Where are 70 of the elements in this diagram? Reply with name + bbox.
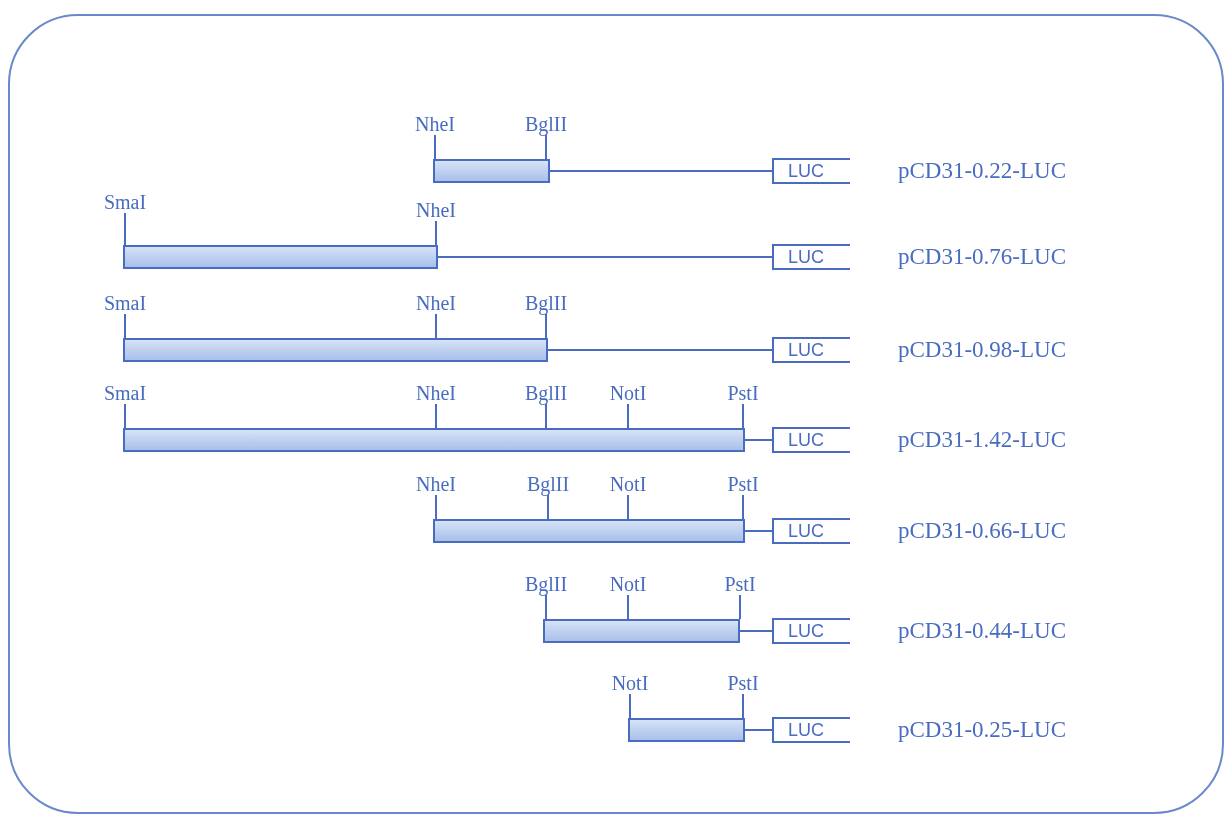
site-tick: [742, 494, 744, 520]
restriction-site-label: NotI: [609, 473, 647, 495]
reporter-box: LUC: [772, 717, 850, 743]
construct-name: pCD31-0.76-LUC: [898, 244, 1067, 270]
site-tick: [627, 494, 629, 520]
site-tick: [742, 693, 744, 719]
construct-name: pCD31-0.98-LUC: [898, 337, 1067, 363]
restriction-site-label: NotI: [609, 573, 647, 595]
reporter-box: LUC: [772, 618, 850, 644]
promoter-bar: [628, 718, 745, 742]
promoter-bar: [433, 519, 745, 543]
connector-line: [739, 630, 773, 632]
restriction-site-label: PstI: [727, 672, 759, 694]
connector-line: [549, 170, 773, 172]
connector-line: [744, 729, 773, 731]
restriction-site-label: NheI: [416, 382, 456, 404]
site-tick: [435, 220, 437, 246]
site-tick: [627, 594, 629, 620]
site-tick: [124, 403, 126, 429]
construct-name: pCD31-0.25-LUC: [898, 717, 1067, 743]
site-tick: [739, 594, 741, 620]
connector-line: [437, 256, 773, 258]
site-tick: [545, 403, 547, 429]
construct-name: pCD31-0.44-LUC: [898, 618, 1067, 644]
restriction-site-label: SmaI: [103, 382, 147, 404]
site-tick: [545, 313, 547, 339]
reporter-box: LUC: [772, 427, 850, 453]
connector-line: [744, 530, 773, 532]
site-tick: [124, 313, 126, 339]
reporter-box: LUC: [772, 337, 850, 363]
restriction-site-label: BglII: [526, 473, 570, 495]
restriction-site-label: BglII: [524, 573, 568, 595]
promoter-bar: [123, 245, 438, 269]
construct-name: pCD31-1.42-LUC: [898, 427, 1067, 453]
promoter-bar: [543, 619, 740, 643]
reporter-box: LUC: [772, 158, 850, 184]
site-tick: [627, 403, 629, 429]
restriction-site-label: NheI: [415, 113, 455, 135]
promoter-bar: [433, 159, 550, 183]
restriction-site-label: NotI: [611, 672, 649, 694]
site-tick: [545, 134, 547, 160]
restriction-site-label: SmaI: [103, 191, 147, 213]
restriction-site-label: BglII: [524, 382, 568, 404]
construct-name: pCD31-0.66-LUC: [898, 518, 1067, 544]
restriction-site-label: BglII: [524, 113, 568, 135]
construct-name: pCD31-0.22-LUC: [898, 158, 1067, 184]
restriction-site-label: SmaI: [103, 292, 147, 314]
restriction-site-label: BglII: [524, 292, 568, 314]
restriction-site-label: NheI: [416, 292, 456, 314]
site-tick: [435, 494, 437, 520]
promoter-bar: [123, 428, 745, 452]
restriction-site-label: PstI: [727, 382, 759, 404]
site-tick: [545, 594, 547, 620]
connector-line: [744, 439, 773, 441]
restriction-site-label: NheI: [416, 199, 456, 221]
promoter-bar: [123, 338, 548, 362]
restriction-site-label: PstI: [727, 473, 759, 495]
site-tick: [434, 134, 436, 160]
site-tick: [435, 403, 437, 429]
site-tick: [124, 212, 126, 246]
reporter-box: LUC: [772, 244, 850, 270]
site-tick: [435, 313, 437, 339]
reporter-box: LUC: [772, 518, 850, 544]
restriction-site-label: PstI: [724, 573, 756, 595]
restriction-site-label: NotI: [609, 382, 647, 404]
restriction-site-label: NheI: [416, 473, 456, 495]
site-tick: [742, 403, 744, 429]
site-tick: [629, 693, 631, 719]
connector-line: [547, 349, 773, 351]
site-tick: [547, 494, 549, 520]
